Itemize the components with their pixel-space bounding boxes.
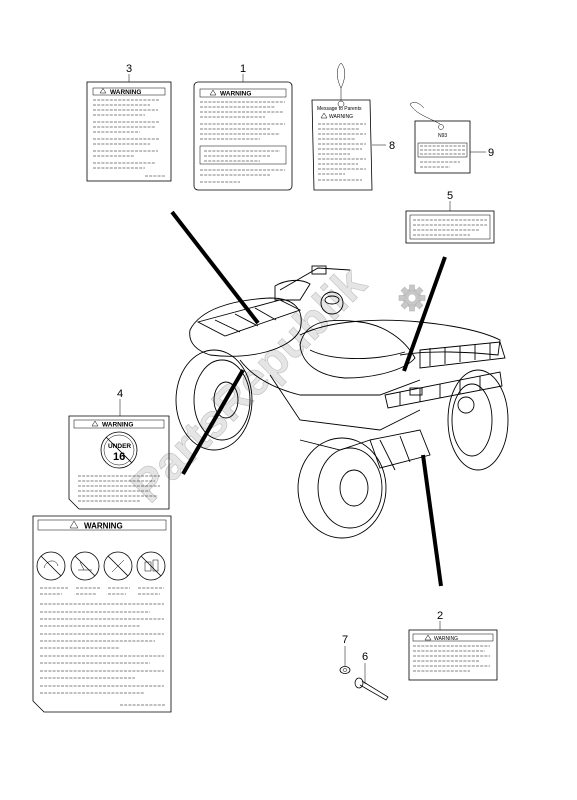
prohibition-icons bbox=[36, 551, 166, 581]
label-8-title: Message to Parents bbox=[317, 106, 362, 112]
under-16-text-1: UNDER bbox=[108, 443, 131, 450]
atv-drawing bbox=[175, 265, 509, 539]
tag-label-9: N93 bbox=[409, 102, 471, 174]
label-2-title: WARNING bbox=[434, 636, 458, 642]
no-alcohol-icon bbox=[136, 551, 166, 581]
callout-1: 1 bbox=[240, 63, 246, 75]
gear-icon bbox=[398, 284, 426, 312]
label-5 bbox=[405, 210, 495, 244]
callout-6: 6 bbox=[362, 651, 368, 663]
warning-label-3: WARNING bbox=[86, 81, 172, 182]
callout-3: 3 bbox=[126, 63, 132, 75]
no-helmet-icon bbox=[36, 551, 66, 581]
label-3-title: WARNING bbox=[110, 89, 141, 96]
no-paved-road-icon bbox=[103, 551, 133, 581]
under-16-text-2: 16 bbox=[113, 451, 125, 463]
rivet-6 bbox=[354, 677, 389, 701]
callout-9: 9 bbox=[488, 147, 494, 159]
washer-7 bbox=[339, 666, 351, 674]
parent-message-tag-8: Message to Parents WARNING bbox=[311, 62, 373, 191]
callout-8: 8 bbox=[389, 140, 395, 152]
label-4-title: WARNING bbox=[102, 422, 133, 429]
no-passenger-icon bbox=[70, 551, 100, 581]
callout-5: 5 bbox=[447, 190, 453, 202]
large-label-title: WARNING bbox=[84, 522, 123, 531]
callout-4: 4 bbox=[117, 388, 123, 400]
large-warning-label: WARNING bbox=[32, 515, 172, 713]
label-9-code: N93 bbox=[438, 133, 447, 139]
callout-7: 7 bbox=[342, 634, 348, 646]
pointer-lines bbox=[170, 210, 447, 587]
label-1-title: WARNING bbox=[220, 91, 251, 98]
callout-2: 2 bbox=[437, 610, 443, 622]
label-8-warning: WARNING bbox=[329, 114, 353, 120]
under-16-label-4: WARNING UNDER 16 bbox=[68, 415, 170, 510]
warning-label-1: WARNING bbox=[193, 81, 293, 191]
warning-label-2: WARNING bbox=[408, 629, 498, 681]
